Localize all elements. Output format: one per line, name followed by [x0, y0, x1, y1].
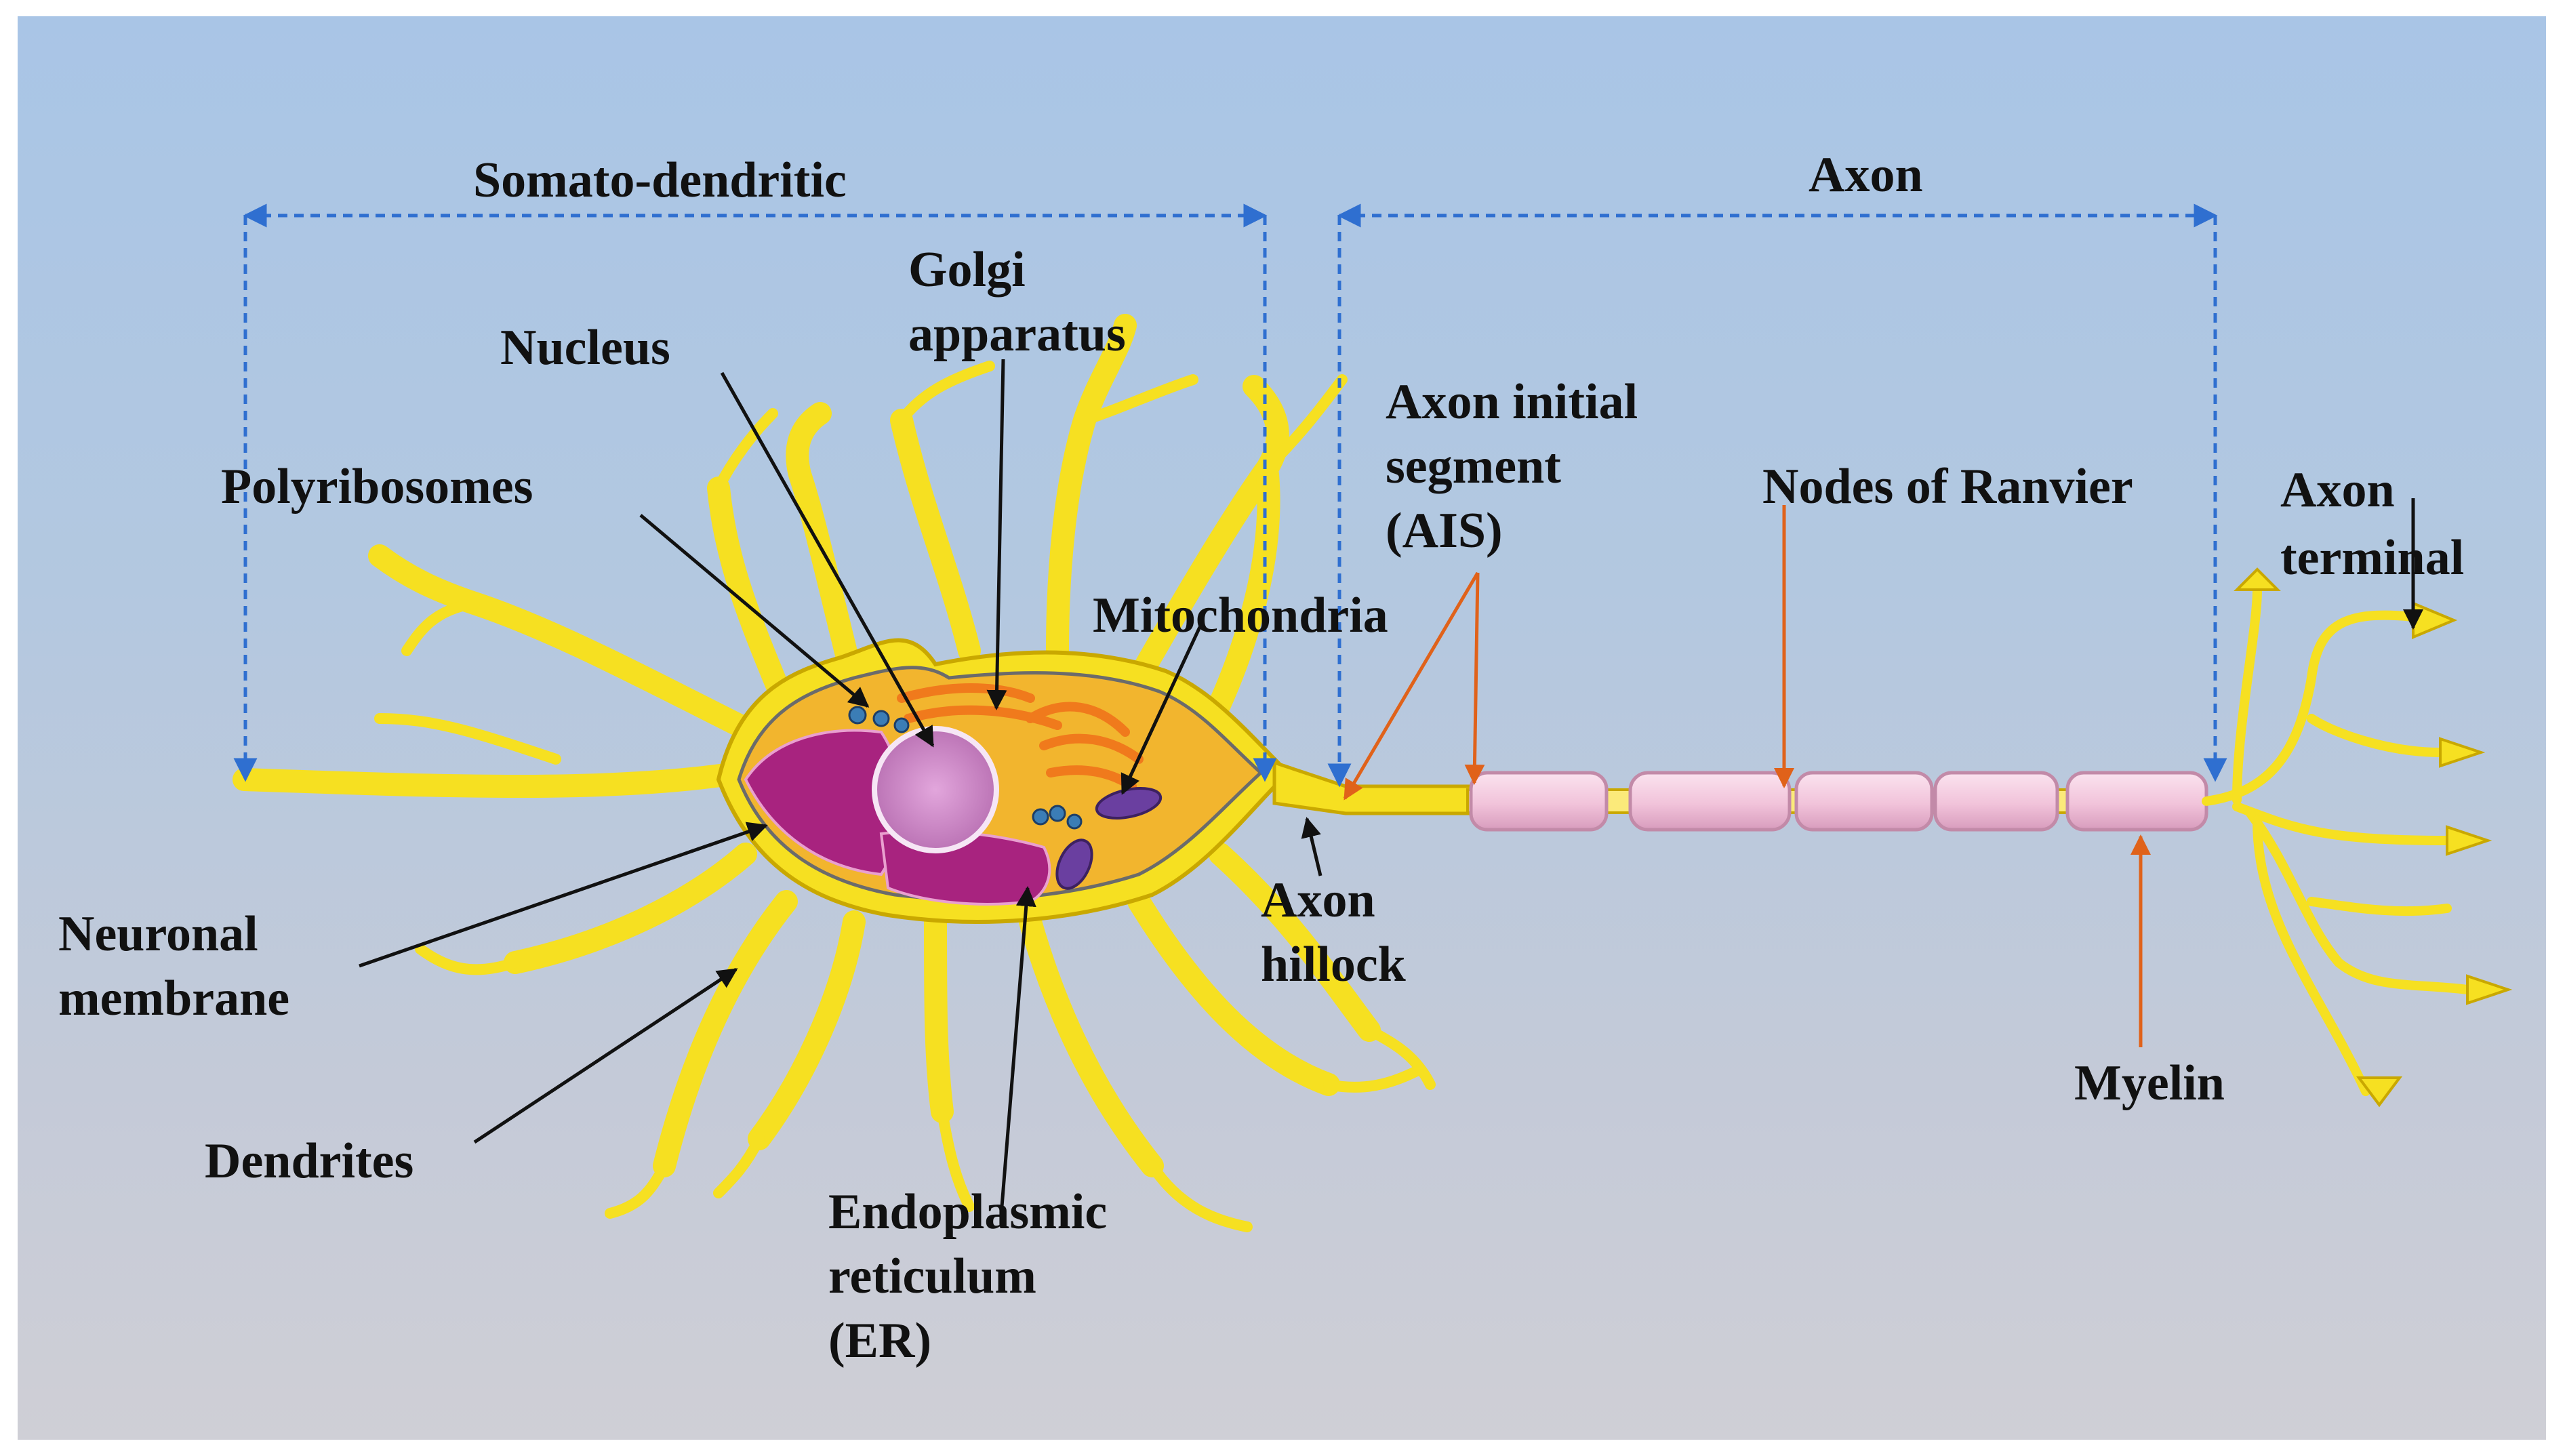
mitochondria-shapes — [1055, 787, 1163, 890]
polyribosomes — [848, 706, 1083, 830]
polyribosomes-label: Polyribosomes — [221, 459, 533, 514]
axon-hillock-label-line1: Axon — [1261, 872, 1375, 928]
nucleus-label: Nucleus — [500, 320, 670, 376]
axon-terminal-label-line1: Axon — [2280, 462, 2395, 518]
pointer-arrows-black — [359, 359, 2423, 1207]
ais-label-line3: (AIS) — [1386, 503, 1503, 559]
er-label-line1: Endoplasmic — [828, 1184, 1108, 1240]
nucleus-body — [872, 726, 999, 853]
axon-terminals — [2202, 567, 2513, 1108]
region-brackets — [233, 203, 2227, 788]
ais-label-line1: Axon initial — [1386, 374, 1638, 430]
myelin-label: Myelin — [2074, 1055, 2225, 1111]
golgi-apparatus-label-line1: Golgi — [908, 242, 1026, 298]
nodes-of-ranvier-label: Nodes of Ranvier — [1762, 459, 2133, 514]
er-label-line2: reticulum — [828, 1249, 1036, 1304]
axon-hillock-label-line2: hillock — [1261, 937, 1406, 992]
mitochondria-label: Mitochondria — [1093, 588, 1388, 643]
dendrites — [233, 314, 1436, 1232]
pointer-arrows-orange — [1343, 505, 2151, 1047]
golgi-apparatus-label-line2: apparatus — [908, 306, 1126, 362]
dendrites-label: Dendrites — [205, 1133, 414, 1189]
axon-terminal-label-line2: terminal — [2280, 530, 2465, 586]
somato-dendritic-label: Somato-dendritic — [473, 153, 847, 208]
neuronal-membrane-label-line2: membrane — [58, 971, 290, 1026]
er-label-line3: (ER) — [828, 1313, 932, 1369]
myelin-segments — [1469, 771, 2208, 832]
soma — [716, 638, 1291, 924]
neuronal-membrane-label-line1: Neuronal — [58, 906, 258, 962]
ais-label-line2: segment — [1386, 439, 1561, 494]
golgi-apparatus — [897, 683, 1144, 791]
axon-region-label: Axon — [1809, 147, 1923, 203]
